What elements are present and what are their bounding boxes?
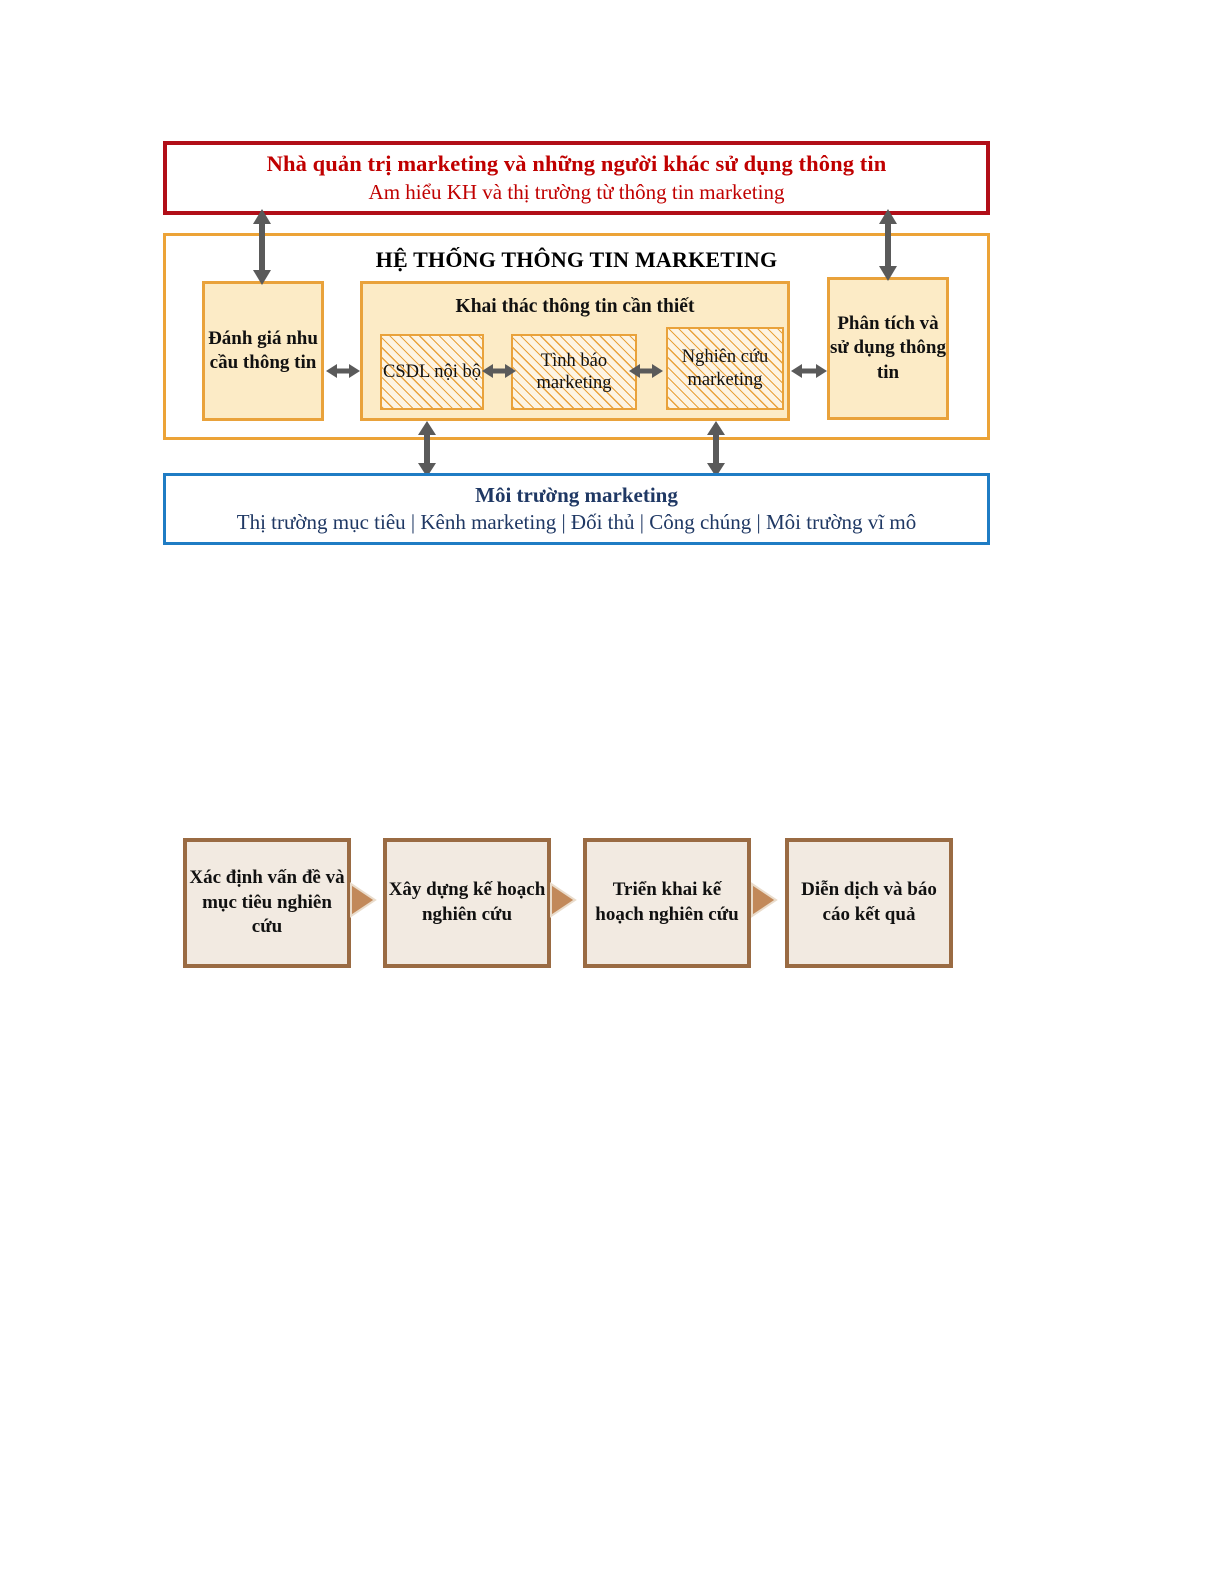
arrow-top-right [879,209,897,281]
analyze-use-information-label: Phân tích và sử dụng thông tin [830,313,946,383]
arrow-bottom-right [707,421,725,477]
process-step-3: Triển khai kế hoạch nghiên cứu [583,838,751,968]
process-step-1-label: Xác định vấn đề và mục tiêu nghiên cứu [189,866,345,938]
arrow-top-left [253,209,271,285]
process-arrow-2-icon [550,882,577,918]
marketing-research-label: Nghiên cứu marketing [681,347,769,390]
develop-information-title: Khai thác thông tin cần thiết [455,296,695,317]
arrow-develop-to-analyze [791,364,827,378]
mis-title: HỆ THỐNG THÔNG TIN MARKETING [375,247,778,272]
analyze-use-information-box: Phân tích và sử dụng thông tin [827,277,949,420]
process-step-4: Diễn dịch và báo cáo kết quả [785,838,953,968]
internal-database-label: CSDL nội bộ [383,361,481,382]
develop-information-panel: Khai thác thông tin cần thiết CSDL nội b… [360,281,790,421]
marketing-environment-box: Môi trường marketing Thị trường mục tiêu… [163,473,990,545]
process-step-3-label: Triển khai kế hoạch nghiên cứu [595,879,739,925]
marketing-intelligence-box: Tình báo marketing [511,334,637,410]
marketing-environment-items: Thị trường mục tiêu | Kênh marketing | Đ… [236,510,917,534]
process-step-2-label: Xây dựng kế hoạch nghiên cứu [388,879,546,925]
internal-database-box: CSDL nội bộ [380,334,484,410]
arrow-bottom-left [418,421,436,477]
arrow-database-to-intelligence [482,364,516,378]
arrow-assess-to-develop [326,364,360,378]
process-step-2: Xây dựng kế hoạch nghiên cứu [383,838,551,968]
marketing-research-box: Nghiên cứu marketing [666,327,784,410]
marketing-environment-title: Môi trường marketing [475,482,678,507]
marketing-intelligence-label: Tình báo marketing [536,350,612,393]
arrow-intelligence-to-research [629,364,663,378]
marketing-managers-title: Nhà quản trị marketing và những người kh… [266,151,887,177]
process-arrow-1-icon [350,882,377,918]
marketing-managers-box: Nhà quản trị marketing và những người kh… [163,141,990,215]
assess-information-needs-box: Đánh giá nhu cầu thông tin [202,281,324,421]
process-step-1: Xác định vấn đề và mục tiêu nghiên cứu [183,838,351,968]
process-arrow-3-icon [751,882,778,918]
marketing-managers-subtitle: Am hiểu KH và thị trường từ thông tin ma… [368,179,785,204]
process-step-4-label: Diễn dịch và báo cáo kết quả [801,879,937,925]
assess-information-needs-label: Đánh giá nhu cầu thông tin [208,327,318,373]
